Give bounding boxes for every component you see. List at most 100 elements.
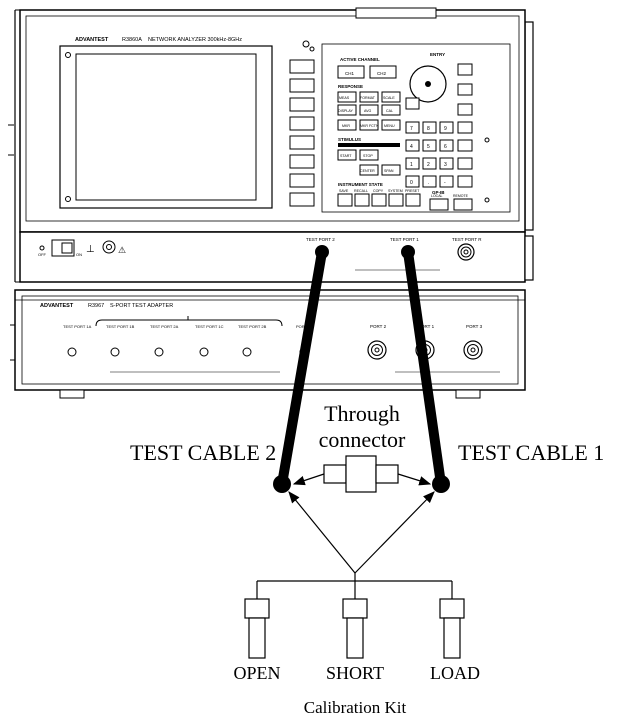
test-port-r-connector[interactable] bbox=[457, 243, 475, 261]
unit-key[interactable] bbox=[457, 63, 473, 76]
svg-text:MKR: MKR bbox=[342, 124, 350, 128]
softkey-4[interactable] bbox=[289, 116, 315, 131]
test-cable-2-label: TEST CABLE 2 bbox=[130, 440, 276, 465]
center-key[interactable] bbox=[359, 164, 379, 176]
copy-key[interactable] bbox=[371, 193, 387, 207]
softkey-7[interactable] bbox=[289, 173, 315, 188]
svg-text:.: . bbox=[428, 180, 429, 186]
top-slot bbox=[355, 7, 437, 19]
menu-key[interactable] bbox=[381, 119, 401, 131]
key-0[interactable] bbox=[405, 175, 420, 188]
probe-power-icon bbox=[102, 240, 116, 254]
key-4[interactable] bbox=[405, 139, 420, 152]
svg-text:TEST PORT 1B: TEST PORT 1B bbox=[106, 324, 135, 329]
softkey-6[interactable] bbox=[289, 154, 315, 169]
key-7[interactable] bbox=[405, 121, 420, 134]
svg-text:8: 8 bbox=[427, 126, 430, 132]
format-key[interactable] bbox=[359, 91, 379, 103]
key-9[interactable] bbox=[439, 121, 454, 134]
adapter-port-connector[interactable] bbox=[242, 347, 252, 357]
svg-text:-: - bbox=[444, 180, 446, 186]
section-entry: ENTRY bbox=[430, 52, 445, 57]
adapter-port-connector[interactable] bbox=[199, 347, 209, 357]
test-port-1-label: TEST PORT 1 bbox=[390, 237, 419, 242]
adapter-model: R3967 bbox=[88, 303, 104, 309]
knob-dot bbox=[425, 81, 431, 87]
svg-text:5: 5 bbox=[427, 144, 430, 150]
softkey-3[interactable] bbox=[289, 97, 315, 112]
svg-text:RECALL: RECALL bbox=[354, 189, 368, 193]
cal-key[interactable] bbox=[381, 104, 401, 116]
svg-text:PORT 3: PORT 3 bbox=[466, 324, 483, 329]
stop-key[interactable] bbox=[359, 149, 379, 161]
preset-key[interactable] bbox=[405, 193, 421, 207]
test-port-2-label: TEST PORT 2 bbox=[306, 237, 335, 242]
key-3[interactable] bbox=[439, 157, 454, 170]
save-key[interactable] bbox=[337, 193, 353, 207]
test-cables bbox=[273, 245, 450, 493]
unit-key[interactable] bbox=[457, 175, 473, 188]
adapter-port-connector[interactable] bbox=[154, 347, 164, 357]
section-active-channel: ACTIVE CHANNEL bbox=[340, 57, 380, 62]
key-panel bbox=[321, 43, 511, 213]
cable-1-end bbox=[432, 475, 450, 493]
key-6[interactable] bbox=[439, 139, 454, 152]
adapter-port-connector[interactable] bbox=[67, 347, 77, 357]
network-analyzer: ADVANTEST R3860A NETWORK ANALYZER 300kHz… bbox=[8, 7, 534, 233]
softkey-8[interactable] bbox=[289, 192, 315, 207]
mkr-fctn-key[interactable] bbox=[359, 119, 379, 131]
unit-key[interactable] bbox=[457, 103, 473, 116]
ch1-key[interactable] bbox=[337, 65, 365, 79]
calibration-kit: OPEN SHORT LOAD Calibration Kit bbox=[233, 573, 480, 717]
unit-key[interactable] bbox=[457, 121, 473, 134]
display-key[interactable] bbox=[337, 104, 357, 116]
section-instrument-state: INSTRUMENT STATE bbox=[338, 182, 383, 187]
unit-key[interactable] bbox=[457, 139, 473, 152]
analyzer-model: R3860A bbox=[122, 37, 142, 43]
svg-text:COPY: COPY bbox=[373, 189, 384, 193]
scale-key[interactable] bbox=[381, 91, 401, 103]
key-5[interactable] bbox=[422, 139, 437, 152]
unit-key[interactable] bbox=[457, 83, 473, 96]
adapter-port-2-connector[interactable] bbox=[367, 340, 387, 360]
key-2[interactable] bbox=[422, 157, 437, 170]
avg-key[interactable] bbox=[359, 104, 379, 116]
start-key[interactable] bbox=[337, 149, 357, 161]
span-key[interactable] bbox=[381, 164, 401, 176]
recall-key[interactable] bbox=[354, 193, 370, 207]
cable-2-end bbox=[273, 475, 291, 493]
meas-key[interactable] bbox=[337, 91, 357, 103]
unit-key[interactable] bbox=[457, 157, 473, 170]
test-cable-1-label: TEST CABLE 1 bbox=[458, 440, 604, 465]
svg-text:START: START bbox=[340, 154, 352, 158]
svg-text:MKR FCTN: MKR FCTN bbox=[360, 124, 379, 128]
adapter-port-3-connector[interactable] bbox=[463, 340, 483, 360]
section-gpib: GP-IB bbox=[432, 190, 445, 195]
adapter-port-connector[interactable] bbox=[110, 347, 120, 357]
through-connector bbox=[323, 455, 399, 493]
entry-off-key[interactable] bbox=[405, 97, 420, 110]
svg-text:CENTER: CENTER bbox=[360, 169, 375, 173]
softkey-2[interactable] bbox=[289, 78, 315, 93]
key-8[interactable] bbox=[422, 121, 437, 134]
local-key[interactable] bbox=[429, 198, 449, 211]
remote-key[interactable] bbox=[453, 198, 473, 211]
svg-text:AVG: AVG bbox=[364, 109, 372, 113]
svg-text:DISPLAY: DISPLAY bbox=[338, 109, 354, 113]
test-adapter: ADVANTEST R3967 S-PORT TEST ADAPTER TEST… bbox=[10, 289, 526, 399]
short-standard bbox=[342, 598, 368, 659]
svg-text:FORMAT: FORMAT bbox=[360, 96, 376, 100]
softkey-1[interactable] bbox=[289, 59, 315, 74]
adapter-brand: ADVANTEST bbox=[40, 303, 74, 309]
svg-text:LOCAL: LOCAL bbox=[431, 194, 443, 198]
system-key[interactable] bbox=[388, 193, 404, 207]
softkey-5[interactable] bbox=[289, 135, 315, 150]
svg-text:MENU: MENU bbox=[384, 124, 395, 128]
ch2-key[interactable] bbox=[369, 65, 397, 79]
mkr-key[interactable] bbox=[337, 119, 357, 131]
key-dot[interactable] bbox=[422, 175, 437, 188]
key-minus[interactable] bbox=[439, 175, 454, 188]
key-1[interactable] bbox=[405, 157, 420, 170]
test-cable-1 bbox=[403, 247, 446, 489]
analyzer-brand: ADVANTEST bbox=[75, 37, 109, 43]
